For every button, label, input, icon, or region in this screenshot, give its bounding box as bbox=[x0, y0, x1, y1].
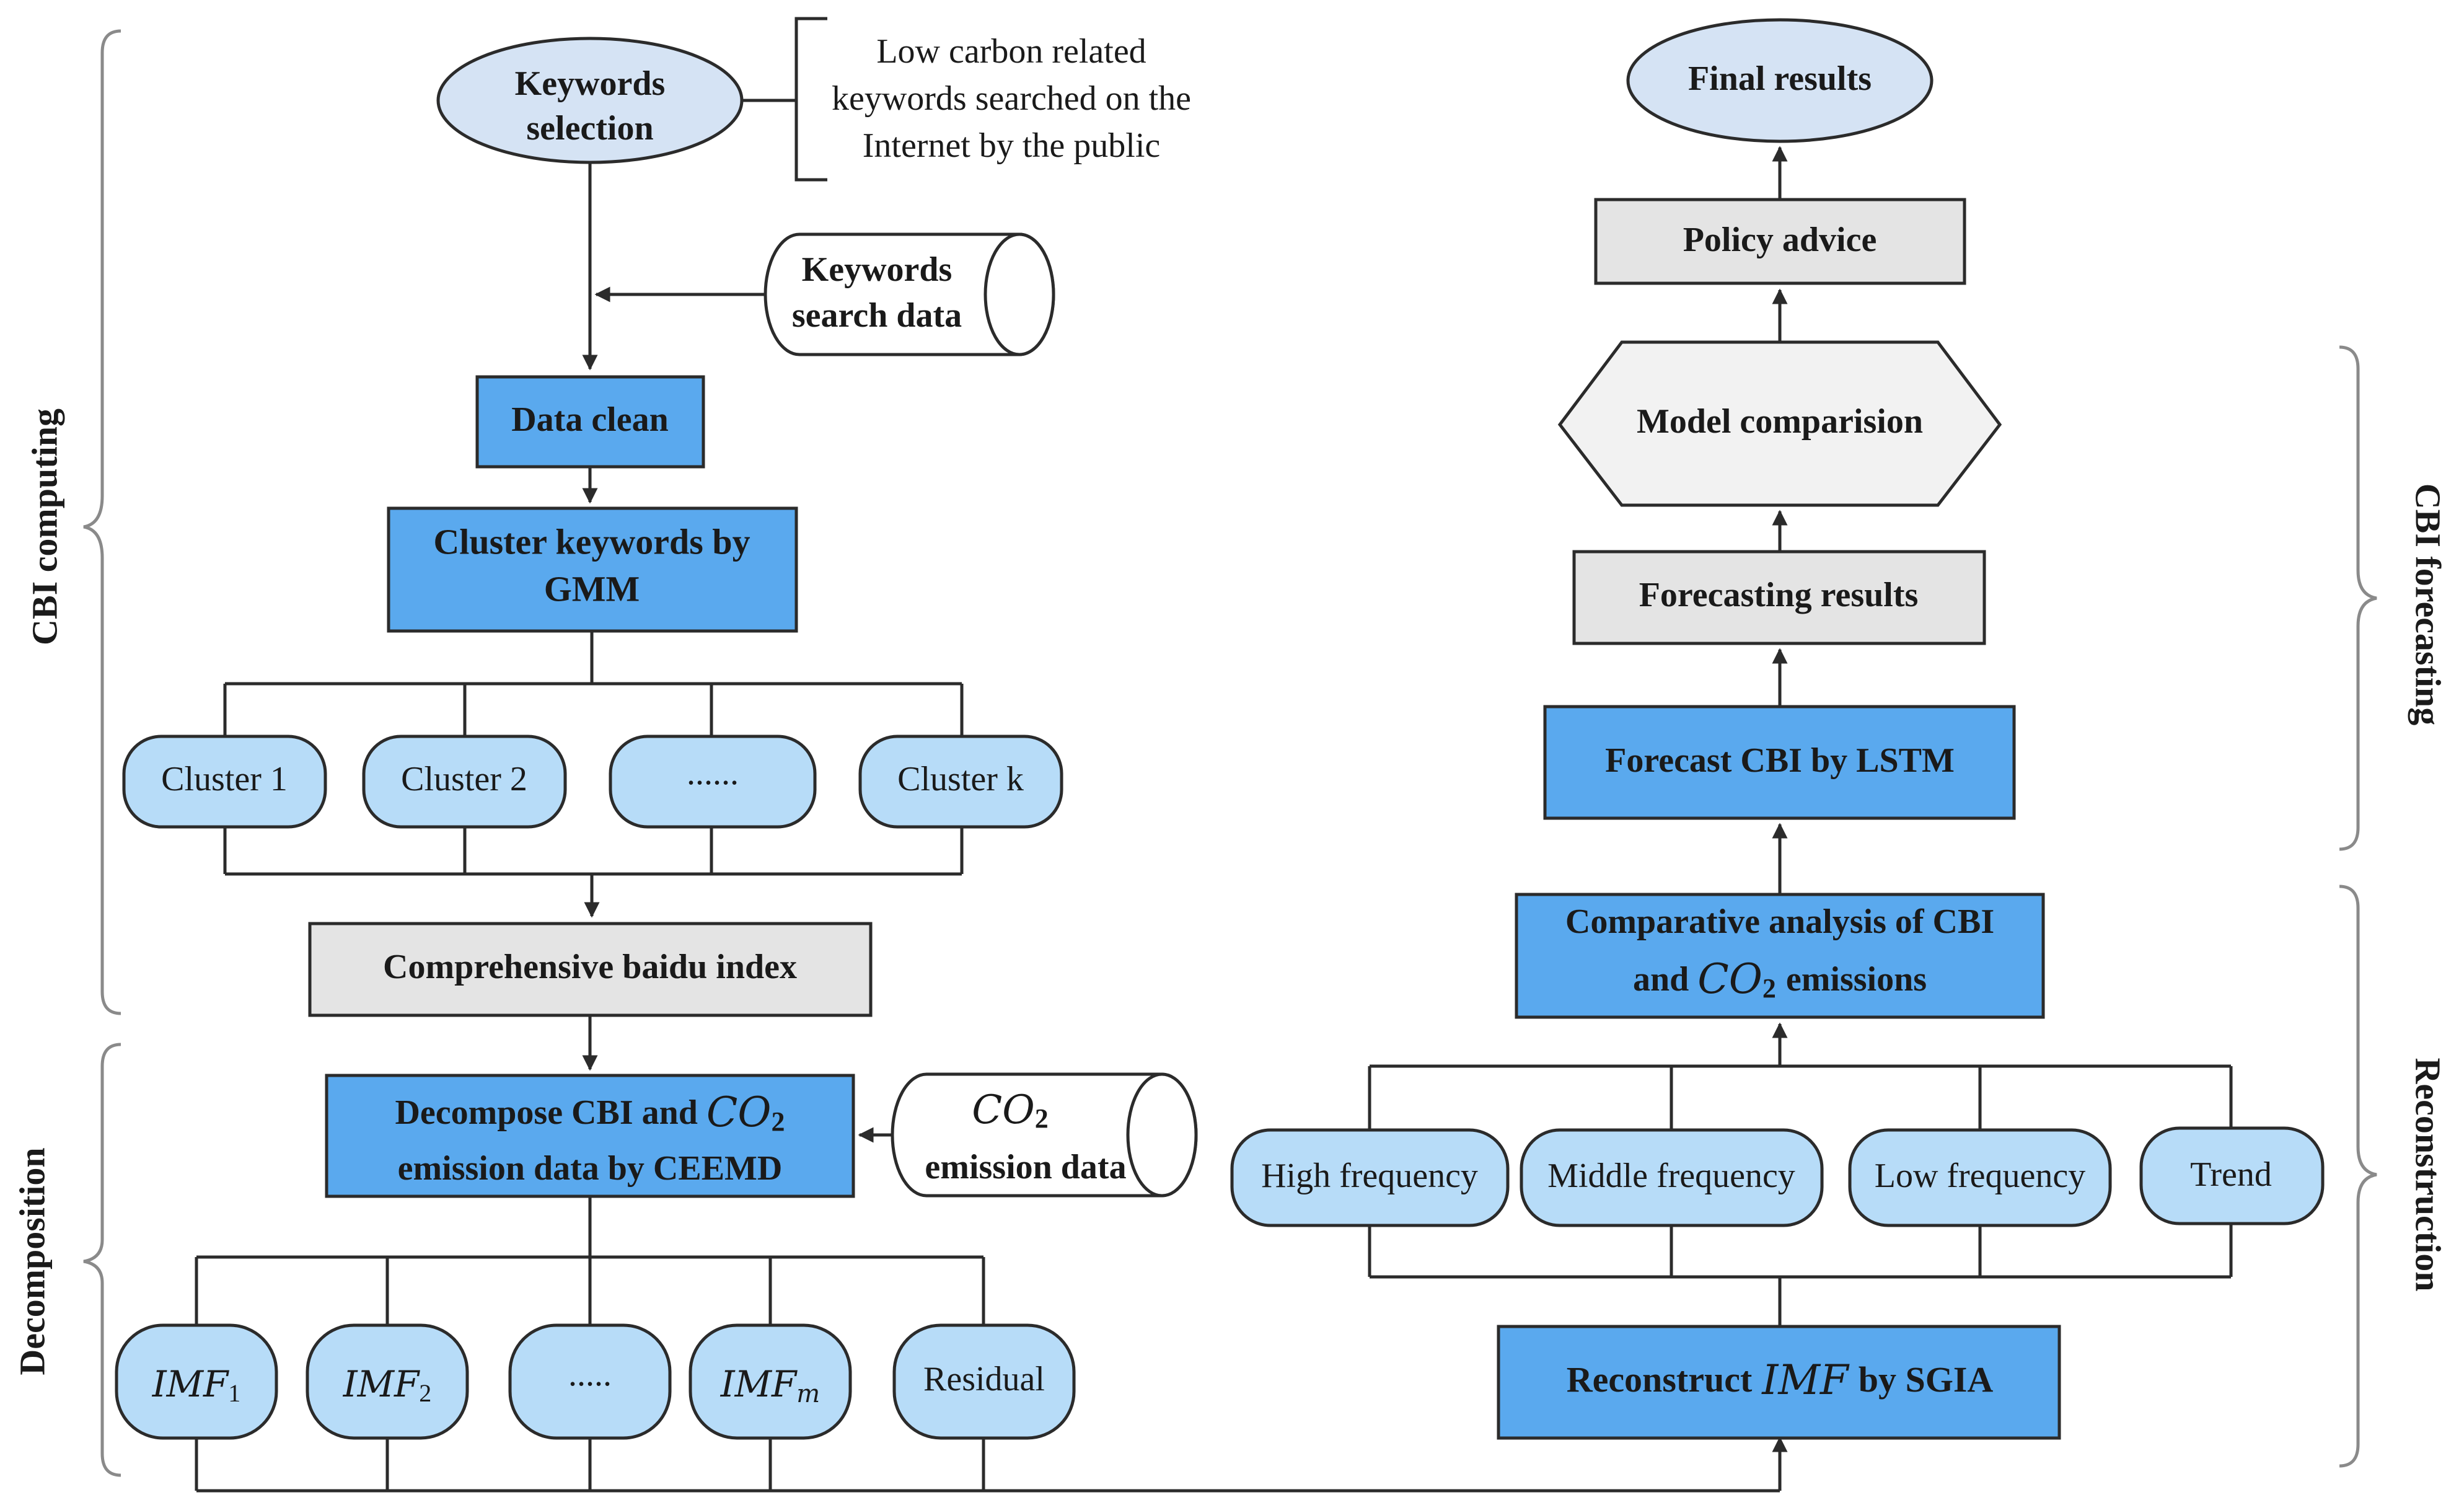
residual-label: Residual bbox=[923, 1360, 1045, 1398]
comparative-line1: Comparative analysis of CBI bbox=[1565, 903, 1994, 941]
model-comparision-node: Model comparision bbox=[1557, 340, 2002, 507]
comparative-co2-math: CO bbox=[1697, 955, 1762, 1003]
decompose-co2-math: CO bbox=[706, 1088, 772, 1136]
co2-math: CO bbox=[972, 1087, 1034, 1133]
side-label-decomposition: Decomposition bbox=[12, 1147, 52, 1375]
cluster-node-2: Cluster 2 bbox=[362, 735, 567, 829]
decompose-line2: emission data by CEEMD bbox=[398, 1149, 783, 1188]
brace-decomposition bbox=[83, 1043, 121, 1477]
brace-reconstruction bbox=[2339, 885, 2377, 1468]
imf-node-m: IMFm bbox=[689, 1323, 852, 1440]
decompose-line1-text: Decompose CBI and bbox=[395, 1093, 697, 1132]
high-frequency-node: High frequency bbox=[1230, 1128, 1510, 1227]
imf-label-ellipsis: ..... bbox=[568, 1355, 612, 1393]
imf-label-2: IMF2 bbox=[343, 1363, 432, 1407]
note-text: Low carbon related keywords searched on … bbox=[832, 32, 1191, 165]
policy-advice-label: Policy advice bbox=[1683, 221, 1877, 259]
cluster-connectors bbox=[223, 631, 964, 876]
reconstruct-pre: Reconstruct bbox=[1567, 1359, 1753, 1400]
final-results-label: Final results bbox=[1688, 60, 1872, 98]
keywords-selection-node: Keywords selection bbox=[436, 37, 744, 164]
final-results-node: Final results bbox=[1626, 18, 1934, 143]
comparative-co2-sub: 2 bbox=[1762, 973, 1776, 1004]
cluster-gmm-line1: Cluster keywords by bbox=[433, 521, 750, 562]
frequency-connectors bbox=[1368, 1064, 2233, 1326]
imf-label-1: IMF1 bbox=[152, 1363, 241, 1407]
side-label-cbi-forecasting: CBI forecasting bbox=[2408, 483, 2449, 725]
brace-cbi-forecasting bbox=[2339, 345, 2377, 851]
keywords-search-data-node: Keywords search data bbox=[763, 232, 1055, 356]
cluster-label-2: Cluster 2 bbox=[401, 760, 527, 798]
comprehensive-index-label: Comprehensive baidu index bbox=[383, 948, 797, 986]
imf-sub-1: 1 bbox=[228, 1379, 240, 1407]
imf-node-1: IMF1 bbox=[115, 1323, 278, 1440]
forecasting-results-label: Forecasting results bbox=[1639, 576, 1919, 614]
data-clean-node: Data clean bbox=[475, 375, 705, 469]
co2-emission-data-line2: emission data bbox=[925, 1148, 1126, 1186]
brace-cbi-computing bbox=[83, 29, 121, 1015]
keywords-search-data-line2: search data bbox=[792, 296, 962, 335]
imf-base-m: IMF bbox=[720, 1363, 798, 1405]
comparative-line2-pre: and bbox=[1633, 960, 1689, 999]
low-frequency-node: Low frequency bbox=[1848, 1128, 2112, 1227]
cluster-node-1: Cluster 1 bbox=[122, 735, 327, 829]
model-comparision-label: Model comparision bbox=[1637, 402, 1923, 441]
policy-advice-node: Policy advice bbox=[1594, 198, 1966, 285]
keywords-search-data-line1: Keywords bbox=[802, 250, 953, 289]
side-label-reconstruction: Reconstruction bbox=[2408, 1058, 2449, 1292]
co2-emission-data-node: CO2 emission data bbox=[891, 1072, 1198, 1198]
imf-sub-m: m bbox=[796, 1380, 820, 1408]
side-label-cbi-computing: CBI computing bbox=[24, 408, 64, 645]
cluster-label-k: Cluster k bbox=[897, 760, 1024, 798]
co2-emission-data-line1: CO2 bbox=[972, 1087, 1048, 1134]
middle-frequency-label: Middle frequency bbox=[1547, 1157, 1795, 1195]
comprehensive-index-node: Comprehensive baidu index bbox=[308, 922, 873, 1017]
forecasting-results-node: Forecasting results bbox=[1572, 550, 1986, 645]
imf-sub-2: 2 bbox=[419, 1379, 431, 1407]
imf-node-ellipsis: ..... bbox=[508, 1323, 672, 1440]
residual-node: Residual bbox=[892, 1323, 1076, 1440]
imf-label-m: IMFm bbox=[720, 1363, 820, 1408]
note-bracket bbox=[742, 17, 827, 182]
imf-base-2: IMF bbox=[343, 1363, 420, 1405]
reconstruct-math: IMF bbox=[1761, 1356, 1850, 1404]
keywords-selection-line1: Keywords bbox=[515, 64, 666, 103]
forecast-lstm-label: Forecast CBI by LSTM bbox=[1605, 741, 1955, 780]
note-line2: keywords searched on the bbox=[832, 79, 1191, 118]
cluster-node-ellipsis: ...... bbox=[609, 735, 817, 829]
imf-node-2: IMF2 bbox=[306, 1323, 469, 1440]
decompose-co2-sub: 2 bbox=[772, 1106, 785, 1137]
low-frequency-label: Low frequency bbox=[1875, 1157, 2086, 1195]
data-clean-label: Data clean bbox=[511, 400, 669, 439]
middle-frequency-node: Middle frequency bbox=[1520, 1128, 1824, 1227]
imf-base-1: IMF bbox=[152, 1363, 229, 1405]
forecast-lstm-node: Forecast CBI by LSTM bbox=[1543, 705, 2016, 820]
imf-connectors bbox=[195, 1196, 1780, 1493]
note-line1: Low carbon related bbox=[876, 32, 1146, 71]
cluster-gmm-line2: GMM bbox=[544, 568, 640, 609]
keywords-selection-line2: selection bbox=[526, 109, 653, 148]
high-frequency-label: High frequency bbox=[1261, 1157, 1478, 1195]
trend-node: Trend bbox=[2139, 1126, 2325, 1225]
comparative-line2-post: emissions bbox=[1786, 960, 1927, 999]
co2-sub: 2 bbox=[1035, 1103, 1049, 1134]
reconstruct-post: by SGIA bbox=[1859, 1359, 1994, 1400]
cluster-gmm-node: Cluster keywords by GMM bbox=[387, 506, 798, 633]
trend-label: Trend bbox=[2190, 1155, 2272, 1194]
note-line3: Internet by the public bbox=[863, 126, 1161, 165]
cluster-label-1: Cluster 1 bbox=[161, 760, 288, 798]
cluster-label-ellipsis: ...... bbox=[687, 754, 739, 792]
cluster-node-k: Cluster k bbox=[858, 735, 1063, 829]
